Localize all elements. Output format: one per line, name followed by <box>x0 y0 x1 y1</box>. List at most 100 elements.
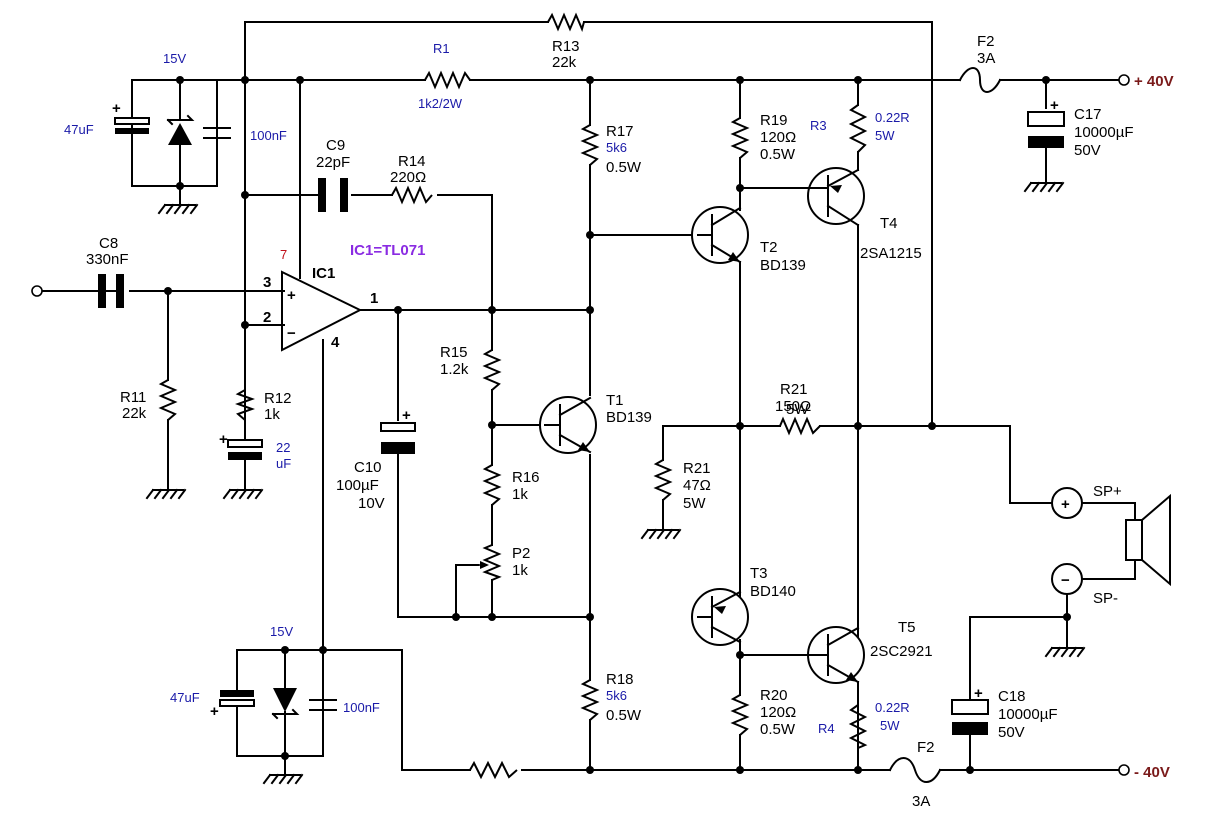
fuse-f2-top <box>958 67 1002 93</box>
svg-text:T2: T2 <box>760 239 778 256</box>
transistor-t2 <box>691 206 749 264</box>
capacitor-100nf-bottom <box>309 699 337 711</box>
svg-text:R15: R15 <box>440 344 468 361</box>
svg-text:C17: C17 <box>1074 106 1102 123</box>
svg-text:C10: C10 <box>354 459 382 476</box>
resistor-r4 <box>848 704 868 749</box>
transistor-t3 <box>691 588 749 646</box>
svg-text:7: 7 <box>280 247 287 262</box>
svg-text:0.22R: 0.22R <box>875 700 910 715</box>
zener-top <box>168 123 192 145</box>
ground-icon <box>1023 181 1065 193</box>
resistor-r16 <box>482 464 502 506</box>
svg-text:T4: T4 <box>880 215 898 232</box>
resistor-r21a <box>779 416 821 436</box>
resistor-r14 <box>391 185 433 205</box>
svg-text:10V: 10V <box>358 495 385 512</box>
svg-text:BD140: BD140 <box>750 583 796 600</box>
svg-text:10000µF: 10000µF <box>1074 124 1134 141</box>
svg-text:50V: 50V <box>1074 142 1101 159</box>
svg-text:F2: F2 <box>917 739 935 756</box>
svg-text:5k6: 5k6 <box>606 688 627 703</box>
svg-text:2: 2 <box>263 309 271 326</box>
resistor-r3 <box>848 104 868 153</box>
svg-text:2SC2921: 2SC2921 <box>870 643 933 660</box>
transistors <box>539 167 865 706</box>
transistor-t4 <box>807 167 865 227</box>
speaker-plus-label: SP+ <box>1093 483 1122 500</box>
resistor-p2 <box>482 544 502 581</box>
speaker-plus-terminal <box>1051 487 1083 519</box>
svg-text:1k2/2W: 1k2/2W <box>418 96 463 111</box>
svg-text:R14: R14 <box>398 153 426 170</box>
svg-text:1.2k: 1.2k <box>440 361 469 378</box>
svg-text:R13: R13 <box>552 38 580 55</box>
ground-icon <box>222 488 264 500</box>
svg-text:C18: C18 <box>998 688 1026 705</box>
resistor-r20 <box>730 694 750 736</box>
svg-text:3: 3 <box>263 274 271 291</box>
svg-text:+: + <box>287 287 296 304</box>
svg-text:T5: T5 <box>898 619 916 636</box>
svg-text:+: + <box>210 703 219 720</box>
svg-text:1k: 1k <box>512 486 528 503</box>
speaker <box>1051 487 1171 595</box>
speaker-icon <box>1125 519 1143 561</box>
svg-text:100nF: 100nF <box>343 700 380 715</box>
ground-icon <box>262 773 304 785</box>
svg-text:47Ω: 47Ω <box>683 477 711 494</box>
labels: IC1=TL071 IC1 7 3 2 1 4 + − 15V 15V + 40… <box>64 33 1174 810</box>
resistor-r11 <box>158 379 178 421</box>
svg-text:R20: R20 <box>760 687 788 704</box>
svg-text:+: + <box>1061 496 1070 513</box>
svg-text:15V: 15V <box>163 51 186 66</box>
svg-text:−: − <box>1061 572 1070 589</box>
resistor-r21b <box>653 459 673 501</box>
svg-text:R3: R3 <box>810 118 827 133</box>
svg-text:5W: 5W <box>875 128 895 143</box>
resistor-r18 <box>580 679 600 721</box>
resistor-r13 <box>547 12 585 32</box>
svg-text:C9: C9 <box>326 137 345 154</box>
svg-text:100nF: 100nF <box>250 128 287 143</box>
svg-text:47uF: 47uF <box>170 690 200 705</box>
capacitor-47uf-top <box>114 117 150 125</box>
svg-text:150Ω: 150Ω <box>775 398 811 415</box>
svg-text:330nF: 330nF <box>86 251 129 268</box>
svg-text:22k: 22k <box>122 405 147 422</box>
ic-type-note: IC1=TL071 <box>350 242 425 259</box>
svg-text:22k: 22k <box>552 54 577 71</box>
svg-text:4: 4 <box>331 334 340 351</box>
svg-text:uF: uF <box>276 456 291 471</box>
capacitor-47uf-bottom <box>220 690 254 697</box>
svg-text:120Ω: 120Ω <box>760 129 796 146</box>
svg-text:3A: 3A <box>977 50 995 67</box>
svg-text:5W: 5W <box>880 718 900 733</box>
capacitor-c9 <box>318 178 326 212</box>
capacitor-c10 <box>380 422 416 432</box>
svg-text:C8: C8 <box>99 235 118 252</box>
svg-text:BD139: BD139 <box>606 409 652 426</box>
svg-text:0.5W: 0.5W <box>760 721 796 738</box>
fuse-f2-bottom <box>888 757 942 783</box>
resistor-r1 <box>424 70 471 90</box>
svg-text:120Ω: 120Ω <box>760 704 796 721</box>
ground-icon <box>145 488 187 500</box>
svg-text:R16: R16 <box>512 469 540 486</box>
svg-text:R12: R12 <box>264 390 292 407</box>
svg-text:15V: 15V <box>270 624 293 639</box>
svg-text:T3: T3 <box>750 565 768 582</box>
svg-text:5k6: 5k6 <box>606 140 627 155</box>
svg-text:F2: F2 <box>977 33 995 50</box>
ground-icon <box>157 203 199 215</box>
grounds <box>145 181 1086 785</box>
svg-text:0.22R: 0.22R <box>875 110 910 125</box>
ground-icon <box>640 528 682 540</box>
speaker-minus-terminal <box>1051 563 1083 595</box>
svg-text:R18: R18 <box>606 671 634 688</box>
svg-text:100µF: 100µF <box>336 477 379 494</box>
transistor-t1 <box>539 396 597 454</box>
resistor-r15 <box>482 349 502 391</box>
